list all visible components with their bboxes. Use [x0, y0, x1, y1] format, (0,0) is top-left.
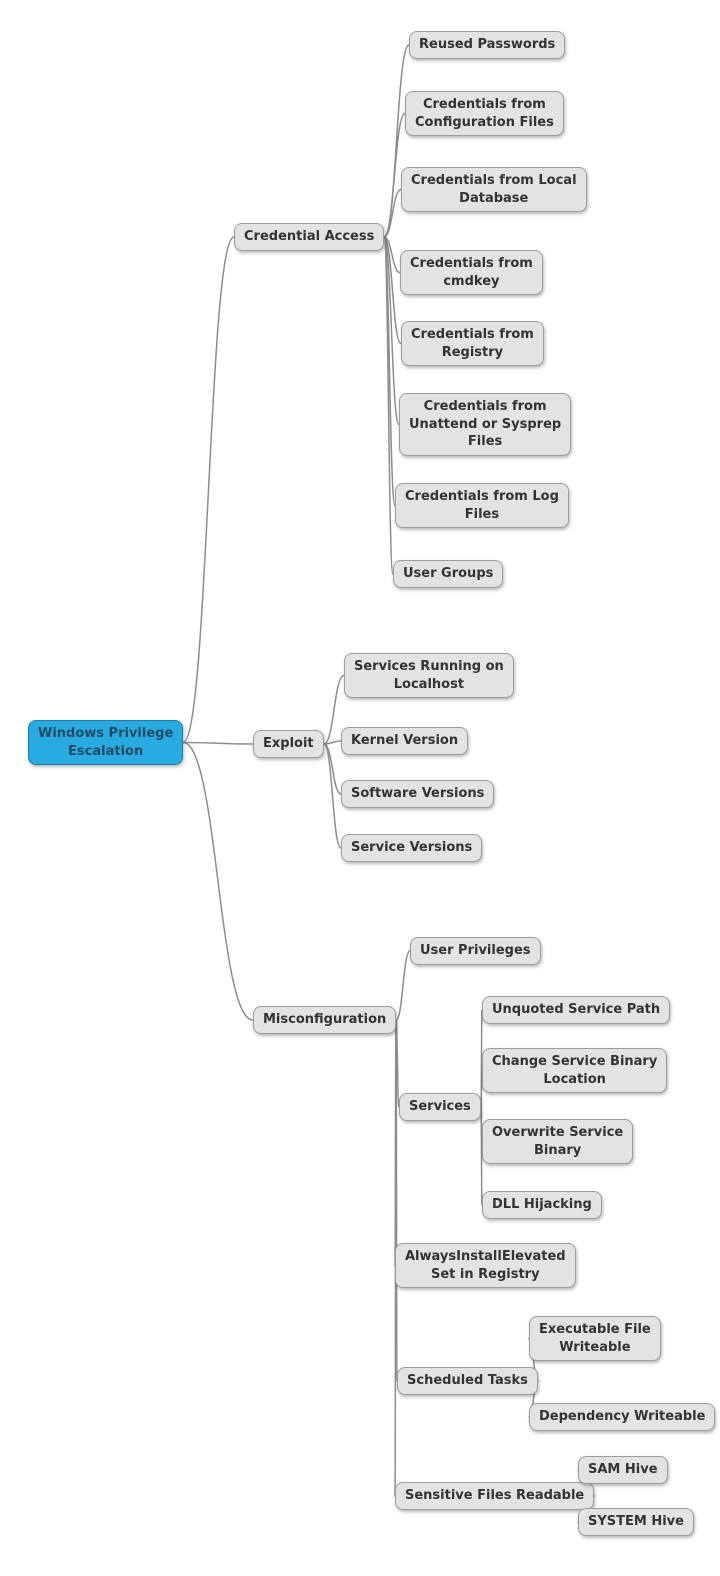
- node-change-service-binary: Change Service Binary Location: [482, 1048, 668, 1094]
- node-creds-cmdkey: Credentials from cmdkey: [400, 250, 543, 296]
- node-credential-access: Credential Access: [234, 223, 385, 251]
- edge-exploit-to-software-versions: [323, 743, 342, 795]
- node-software-versions: Software Versions: [341, 780, 495, 808]
- edge-credential-access-to-creds-registry: [383, 236, 402, 345]
- edge-exploit-to-kernel-version: [323, 740, 342, 745]
- node-root: Windows Privilege Escalation: [28, 720, 184, 766]
- node-reused-passwords: Reused Passwords: [409, 31, 566, 59]
- edge-credential-access-to-creds-local-db: [383, 188, 402, 238]
- node-overwrite-service-binary: Overwrite Service Binary: [482, 1119, 634, 1165]
- node-misconfiguration: Misconfiguration: [253, 1006, 397, 1034]
- node-service-versions: Service Versions: [341, 834, 483, 862]
- node-services: Services: [399, 1093, 481, 1121]
- node-always-install-elevated: AlwaysInstallElevated Set in Registry: [395, 1243, 576, 1289]
- node-system-hive: SYSTEM Hive: [578, 1508, 694, 1536]
- node-dependency-writeable: Dependency Writeable: [529, 1403, 716, 1431]
- node-sam-hive: SAM Hive: [578, 1456, 668, 1484]
- node-creds-unattend: Credentials from Unattend or Sysprep Fil…: [399, 393, 572, 456]
- edge-exploit-to-services-localhost: [323, 674, 345, 745]
- node-dll-hijacking: DLL Hijacking: [482, 1191, 602, 1219]
- node-user-privileges: User Privileges: [410, 937, 541, 965]
- edge-root-to-exploit: [182, 741, 254, 745]
- node-unquoted-service-path: Unquoted Service Path: [482, 996, 671, 1024]
- node-scheduled-tasks: Scheduled Tasks: [397, 1367, 538, 1395]
- node-services-localhost: Services Running on Localhost: [344, 653, 514, 699]
- edge-credential-access-to-creds-unattend: [383, 236, 400, 426]
- edge-root-to-credential-access: [182, 236, 235, 744]
- edge-services-to-change-service-binary: [480, 1069, 483, 1108]
- node-kernel-version: Kernel Version: [341, 727, 469, 755]
- node-user-groups: User Groups: [393, 560, 504, 588]
- edge-credential-access-to-user-groups: [383, 236, 394, 575]
- node-creds-log-files: Credentials from Log Files: [395, 483, 569, 529]
- node-creds-local-db: Credentials from Local Database: [401, 167, 587, 213]
- node-creds-registry: Credentials from Registry: [401, 321, 544, 367]
- node-sensitive-files-readable: Sensitive Files Readable: [395, 1482, 595, 1510]
- edge-root-to-misconfiguration: [182, 741, 254, 1021]
- node-executable-file-writeable: Executable File Writeable: [529, 1316, 661, 1362]
- edge-exploit-to-service-versions: [323, 743, 342, 849]
- edge-services-to-dll-hijacking: [480, 1106, 483, 1206]
- node-exploit: Exploit: [253, 730, 324, 758]
- node-creds-config-files: Credentials from Configuration Files: [405, 91, 564, 137]
- edge-misconfiguration-to-user-privileges: [395, 950, 411, 1021]
